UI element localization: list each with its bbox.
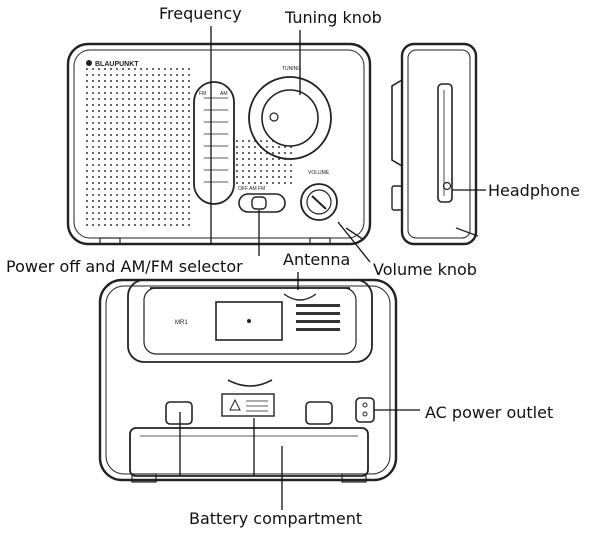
selector-text: OFF AM FM <box>238 186 265 192</box>
frequency-dial <box>193 81 235 205</box>
front-housing-inner <box>73 49 365 239</box>
antenna-clip <box>283 293 317 301</box>
volume-knob-pointer <box>311 195 327 210</box>
screw-post-left <box>165 401 193 425</box>
headphone-label: Headphone <box>488 181 580 200</box>
tuning-knob-marker <box>269 112 279 122</box>
rating-plate <box>215 301 283 341</box>
back-handle <box>127 279 373 363</box>
frequency-label: Frequency <box>159 4 242 23</box>
center-clip <box>227 379 273 387</box>
tuning-knob <box>261 89 319 147</box>
battery-compartment-cover <box>129 427 369 477</box>
front-antenna-stub <box>345 227 365 241</box>
side-knob <box>391 185 403 211</box>
back-view: MR1 <box>98 278 398 483</box>
antenna-label: Antenna <box>283 250 351 269</box>
volume-knob-leader <box>337 221 371 263</box>
brand-logo: BLAUPUNKT <box>86 60 139 68</box>
volume-text: VOLUME <box>308 170 330 176</box>
battery-compartment-label: Battery compartment <box>189 509 363 528</box>
power-selector-label: Power off and AM/FM selector <box>6 257 243 276</box>
side-knob-bulge <box>391 79 403 167</box>
side-housing <box>400 42 478 246</box>
selector-switch <box>238 193 286 213</box>
front-housing <box>66 42 372 246</box>
front-foot-right <box>309 237 331 245</box>
back-housing-inner <box>105 285 391 475</box>
ac-socket <box>355 397 375 423</box>
callout-leaders <box>179 26 486 510</box>
front-foot-left <box>99 237 121 245</box>
front-view: BLAUPUNKT FM AM TUNING OFF AM FM VOLUME <box>66 42 372 246</box>
dial-scale <box>204 97 228 183</box>
screw-post-right <box>305 401 333 425</box>
model-text: MR1 <box>175 320 188 326</box>
ac-power-outlet-label: AC power outlet <box>425 403 554 422</box>
brand-text: BLAUPUNKT <box>95 61 139 68</box>
speaker-grille <box>82 68 194 228</box>
tuning-text: TUNING <box>282 66 301 72</box>
warning-label <box>221 393 275 417</box>
band-fm-label: FM <box>199 91 206 97</box>
headphone-jack <box>442 181 452 191</box>
band-am-label: AM <box>220 91 228 97</box>
side-view <box>391 42 479 246</box>
selector-slider <box>251 196 267 210</box>
volume-knob <box>300 183 338 221</box>
side-handle <box>437 83 453 203</box>
side-housing-inner <box>407 49 471 239</box>
tuning-knob-label: Tuning knob <box>285 8 382 27</box>
vent-slots <box>296 304 340 334</box>
tuning-knob-ring <box>248 76 332 160</box>
volume-knob-label: Volume knob <box>373 260 477 279</box>
